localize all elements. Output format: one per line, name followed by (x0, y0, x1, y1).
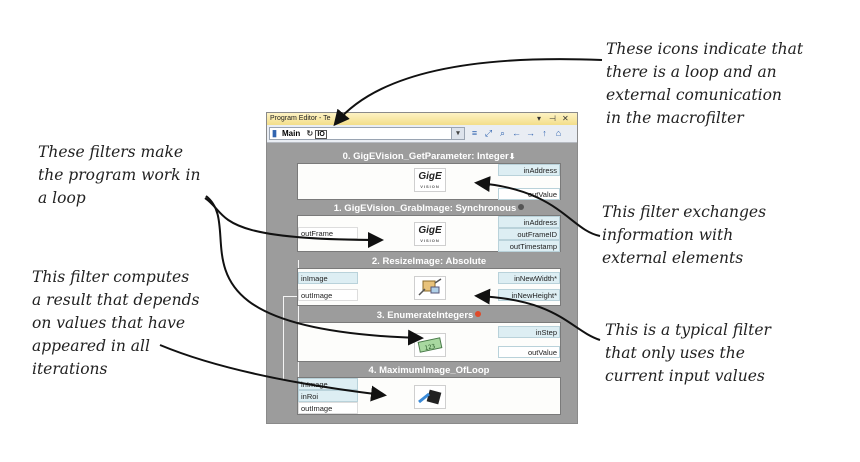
connection-line (283, 296, 298, 297)
output-port[interactable]: outImage (298, 289, 358, 301)
filter-title-text: 4. MaximumImage_OfLoop (368, 365, 490, 376)
output-port[interactable]: outValue (498, 346, 560, 358)
filter-title-text: 2. ResizeImage: Absolute (371, 256, 487, 267)
filter-title[interactable]: 2. ResizeImage: Absolute (295, 256, 563, 268)
annotation-loop-icons: These icons indicate that there is a loo… (606, 40, 804, 127)
arrow-loop-icons (333, 58, 603, 127)
input-port[interactable]: inNewWidth* (498, 272, 560, 284)
loop-badge-icon (518, 204, 525, 210)
arrow-loop-filter-1 (204, 197, 384, 248)
filter-title[interactable]: 1. GigEVision_GrabImage: Synchronous (295, 203, 563, 215)
filter-title[interactable]: 3. EnumerateIntegers (295, 310, 563, 322)
output-port[interactable]: outTimestamp (498, 240, 560, 252)
home-icon[interactable]: ⌂ (555, 128, 562, 138)
annotation-accumulate: This filter computes a result that depen… (32, 268, 200, 378)
arrow-accumulate (159, 344, 387, 402)
filter-title[interactable]: 0. GigEVision_GetParameter: Integer⬇ (295, 151, 563, 163)
input-port[interactable]: inNewHeight* (498, 289, 560, 301)
svg-text:123: 123 (424, 343, 436, 352)
filter-title-text: 1. GigEVision_GrabImage: Synchronous (333, 203, 517, 214)
arrow-right-icon[interactable]: → (526, 128, 535, 138)
input-port[interactable]: inAddress (498, 164, 560, 176)
window-title: Program Editor - Te (270, 115, 331, 122)
filter-title-text: 0. GigEVision_GetParameter: Integer (342, 151, 509, 162)
pin-icon[interactable]: ⊣ (549, 114, 556, 123)
input-port[interactable]: inStep (498, 326, 560, 338)
arrow-down-icon: ⬇ (508, 152, 516, 161)
macro-select[interactable]: ▮ Main ↻ IO ▾ (269, 127, 465, 140)
arrow-loop-filter-3 (205, 195, 424, 346)
io-badge-icon (475, 311, 482, 317)
filter-title-text: 3. EnumerateIntegers (376, 310, 474, 321)
close-icon[interactable]: ✕ (562, 114, 569, 123)
connection-line (283, 296, 284, 379)
program-editor-window: Program Editor - Te ▾ ⊣ ✕ ▮ Main ↻ IO ▾ … (266, 112, 578, 424)
resize-image-icon (414, 276, 446, 300)
annotation-loop-filters: These filters make the program work in a… (38, 143, 201, 207)
arrow-up-icon[interactable]: ↑ (542, 128, 547, 138)
macro-icon: ▮ (272, 128, 277, 138)
input-port[interactable]: inAddress (498, 216, 560, 228)
editor-toolbar: ▮ Main ↻ IO ▾ ≡ ⤢ ⌕ ← → ↑ ⌂ (267, 125, 577, 143)
filter-title[interactable]: 4. MaximumImage_OfLoop (295, 365, 563, 377)
annotation-exchange: This filter exchanges information with e… (602, 203, 767, 267)
filter-block[interactable]: inImage inRoi outImage (297, 377, 561, 415)
input-port[interactable]: inImage (298, 272, 358, 284)
io-icon: IO (315, 130, 327, 139)
connection-line (298, 260, 299, 383)
arrow-left-icon[interactable]: ← (512, 128, 521, 138)
loop-icon: ↻ (306, 129, 314, 138)
macro-name: Main (282, 129, 301, 138)
maximum-image-icon (414, 385, 446, 409)
annotation-typical: This is a typical filter that only uses … (605, 321, 771, 385)
dropdown-icon[interactable]: ▾ (537, 114, 542, 123)
input-port[interactable]: inRoi (298, 390, 358, 402)
arrow-typical (474, 288, 601, 341)
expand-icon[interactable]: ⤢ (484, 128, 493, 138)
output-port[interactable]: outImage (298, 402, 358, 414)
arrow-exchange (474, 176, 601, 237)
search-icon[interactable]: ⌕ (499, 128, 506, 138)
chevron-down-icon[interactable]: ▾ (451, 128, 464, 139)
output-port[interactable]: outFrameID (498, 228, 560, 240)
align-icon[interactable]: ≡ (471, 128, 478, 138)
